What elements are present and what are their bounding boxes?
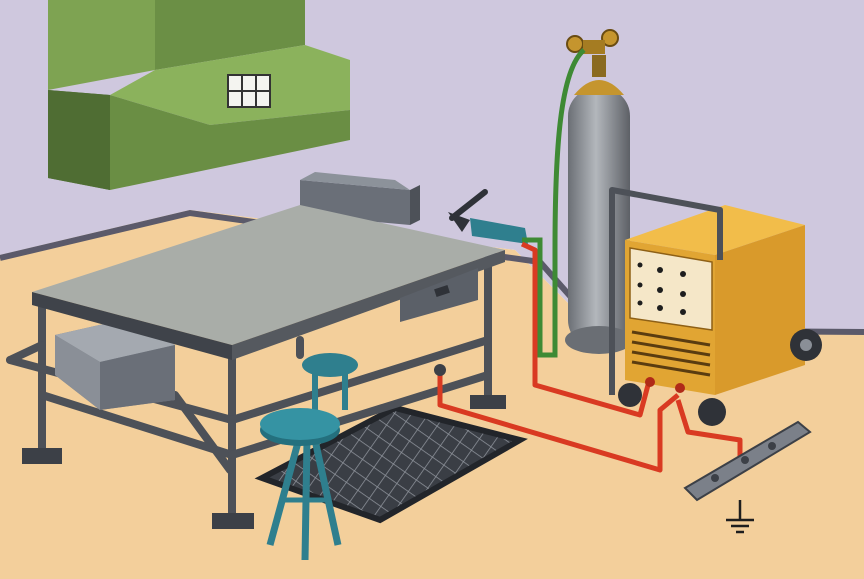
ground-symbol-icon — [726, 500, 754, 534]
machine-handle — [609, 187, 723, 395]
welding-cables — [437, 241, 743, 473]
exhaust-hood — [48, 0, 350, 190]
pressure-regulator-icon — [566, 29, 619, 54]
control-panel — [629, 247, 713, 331]
vent-louvers — [631, 330, 711, 377]
ground-clamp — [434, 364, 446, 376]
welding-table — [32, 205, 505, 360]
parts-box — [55, 318, 175, 410]
ground-bar — [683, 420, 812, 534]
welding-machine — [609, 187, 822, 426]
torch-holder — [448, 189, 528, 244]
gas-hose — [522, 48, 586, 358]
work-stool — [260, 353, 358, 561]
